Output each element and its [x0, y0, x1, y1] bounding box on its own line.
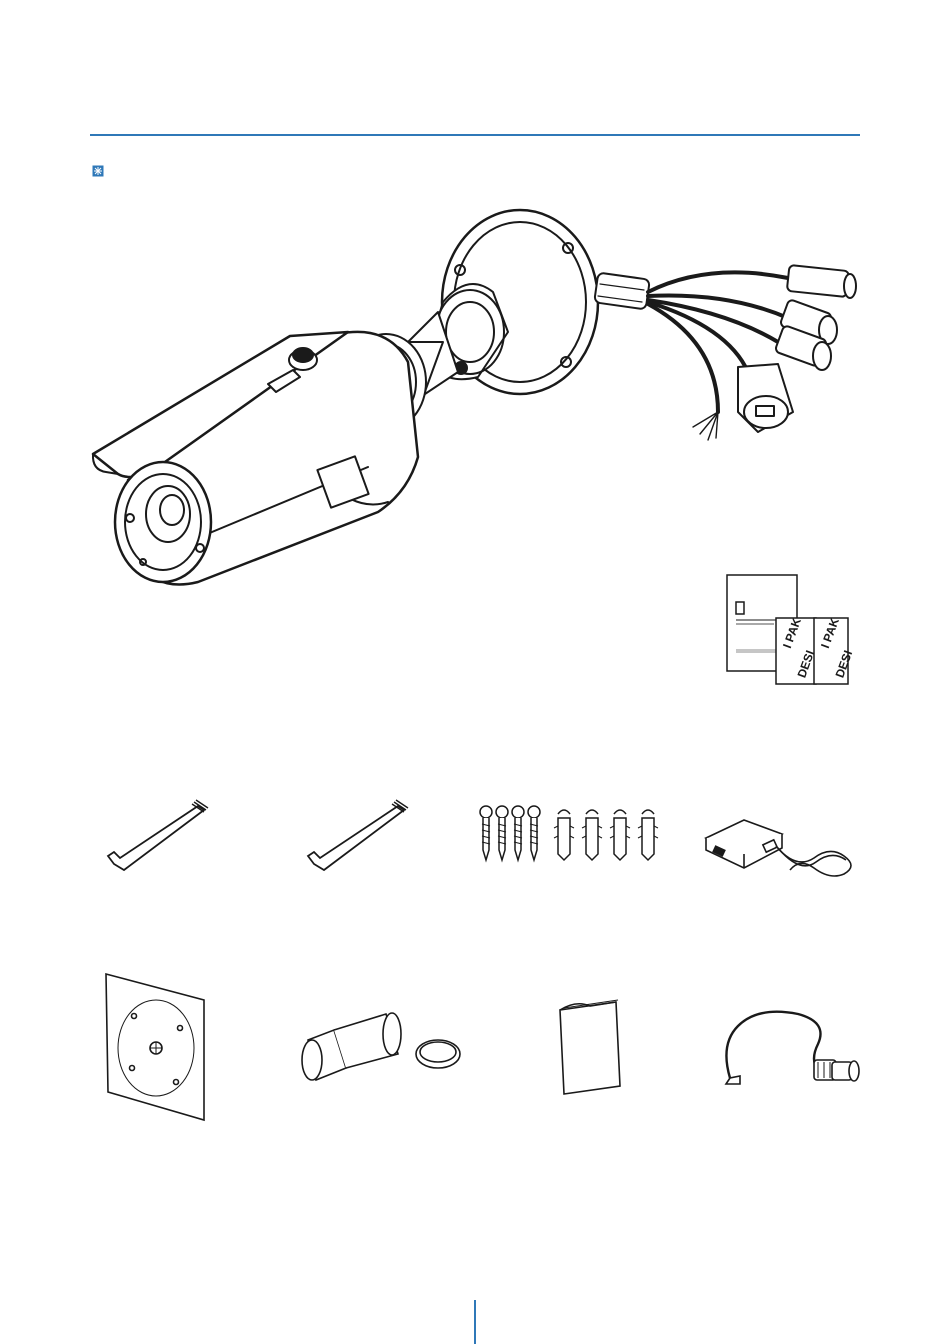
- l-wrench-illustration: [300, 798, 412, 874]
- snowflake-bullet-icon: [92, 165, 104, 177]
- footer-rule: [474, 1300, 476, 1344]
- mounting-template-illustration: [104, 972, 208, 1122]
- screws-and-anchors-illustration: [472, 804, 668, 864]
- waterproof-cap-illustration: [294, 1010, 466, 1090]
- manual-and-silica-gel-illustration: I PAK DESI I PAK DESI: [726, 574, 850, 686]
- screw-icon: [480, 806, 492, 860]
- l-wrench-illustration: [100, 798, 212, 874]
- header-rule: [90, 134, 860, 136]
- bnc-cable-illustration: [718, 1004, 862, 1094]
- power-adapter-illustration: [704, 810, 860, 882]
- bullet-camera-illustration: [88, 212, 868, 592]
- quick-guide-booklet-illustration: [556, 998, 628, 1096]
